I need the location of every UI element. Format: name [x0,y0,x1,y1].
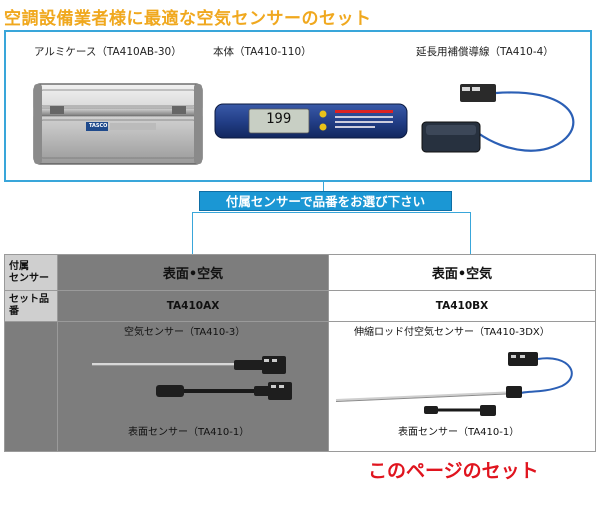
rod-air-sensor-image [335,352,573,402]
set-code-ax[interactable]: TA410AX [57,290,329,322]
sensor-label-rod-air: 伸縮ロッド付空気センサー（TA410-3DX） [354,327,550,338]
connector-line [192,212,470,213]
extension-cable-image [421,84,575,153]
product-box [4,30,592,182]
page-title: 空調設備業者様に最適な空気センサーのセット [4,9,372,29]
sensor-label-surface: 表面センサー（TA410-1） [128,427,250,438]
air-sensor-probe-image [92,356,286,374]
column-header-ax[interactable]: 表面•空気 [57,254,329,291]
product-label-cable: 延長用補償導線（TA410-4） [416,46,554,58]
this-page-set-caption: このページのセット [368,460,539,482]
connector-line [470,212,471,254]
sensor-label-surface-bx: 表面センサー（TA410-1） [398,427,520,438]
product-label-case: アルミケース（TA410AB-30） [34,46,182,58]
connector-line [192,212,193,254]
surface-sensor-small-image [424,405,496,416]
sensor-cell-bx[interactable] [328,321,596,452]
surface-sensor-probe-image [156,382,292,400]
lcd-display: 199 [266,111,292,127]
thermometer-body-image [214,103,408,139]
product-label-body: 本体（TA410-110） [213,46,312,58]
row-header-blank [4,321,58,452]
aluminum-case-image [33,83,203,165]
column-header-bx[interactable]: 表面•空気 [328,254,596,291]
row-header-set: セット品番 [4,290,58,322]
sensor-label-air: 空気センサー（TA410-3） [124,327,246,338]
set-code-bx[interactable]: TA410BX [328,290,596,322]
connector-line [323,182,324,191]
case-badge: TASCO [89,123,108,129]
row-header-sensor: 付属 センサー [4,254,58,291]
selection-banner: 付属センサーで品番をお選び下さい [199,191,452,211]
